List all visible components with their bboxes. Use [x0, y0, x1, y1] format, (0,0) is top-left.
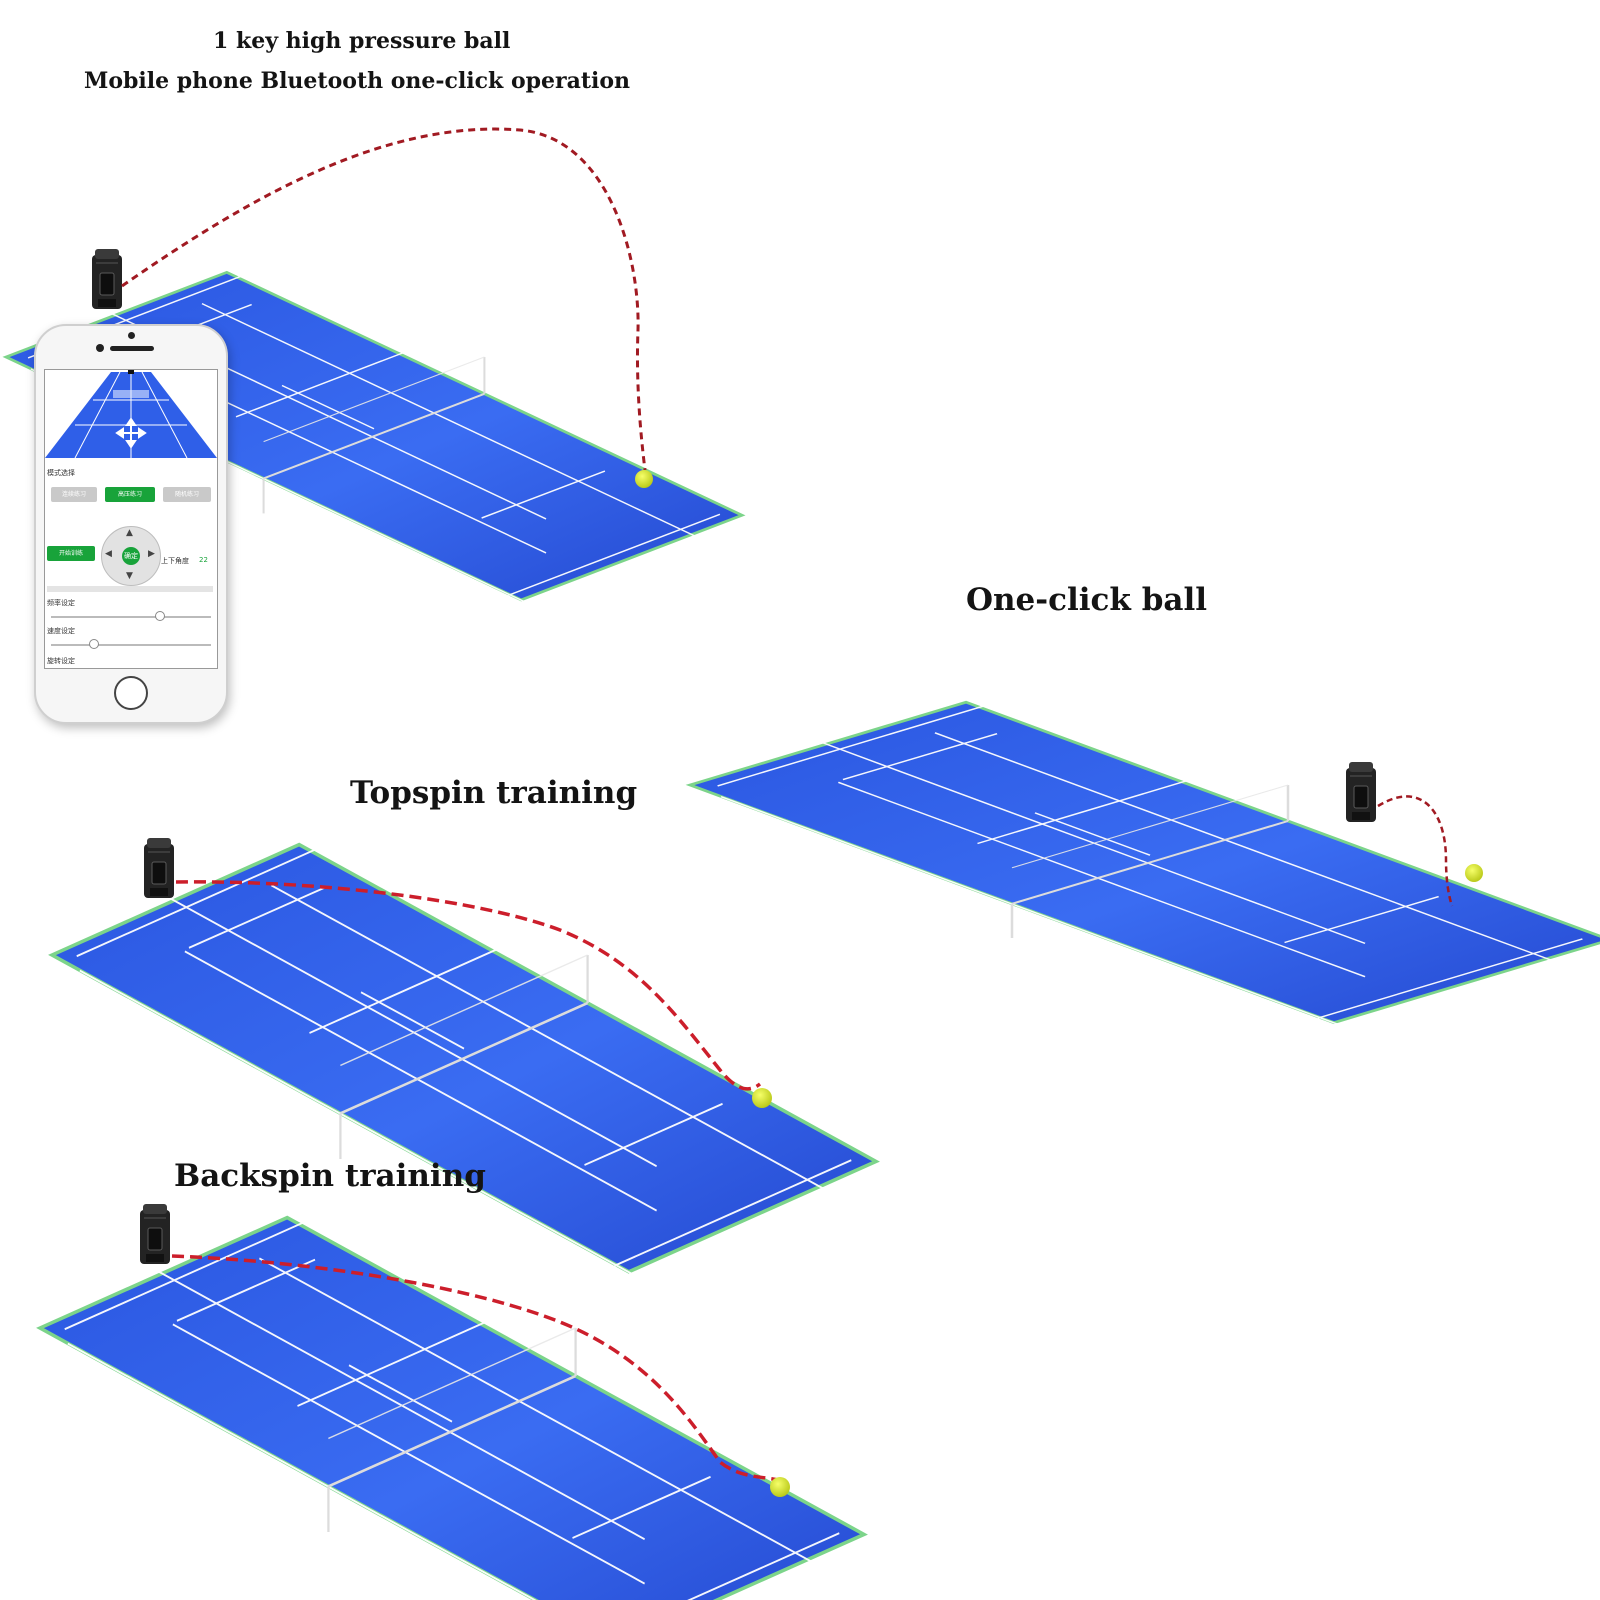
mode-button-continuous[interactable]: 连续练习 — [51, 487, 97, 502]
tennis-ball-icon — [1465, 864, 1483, 882]
ball-machine-icon — [143, 837, 175, 899]
front-sensor — [128, 332, 135, 339]
trajectory-high-pressure — [121, 127, 647, 471]
tennis-ball-icon — [752, 1088, 772, 1108]
slider-track-frequency — [51, 616, 211, 618]
court-topspin — [50, 842, 878, 1290]
ball-machine-icon — [91, 248, 123, 310]
move-arrows-icon[interactable] — [115, 417, 147, 449]
header-line-2: Mobile phone Bluetooth one-click operati… — [84, 68, 631, 94]
caption-one-click: One-click ball — [966, 582, 1208, 618]
mode-button-high-pressure[interactable]: 高压练习 — [105, 487, 155, 502]
court-backspin — [38, 1215, 866, 1600]
divider — [47, 586, 213, 592]
slider-track-speed — [51, 644, 211, 646]
arrow-up-icon[interactable]: ▲ — [126, 528, 133, 538]
court-one-click — [688, 700, 1600, 1037]
mode-button-random[interactable]: 随机练习 — [163, 487, 211, 502]
arrow-down-icon[interactable]: ▼ — [126, 571, 133, 581]
dpad-confirm-button[interactable]: 确定 — [122, 547, 140, 565]
trajectory-one-click — [1377, 795, 1454, 907]
app-court-view — [45, 370, 217, 462]
header-line-1: 1 key high pressure ball — [213, 28, 511, 54]
smartphone: 模式选择 连续练习 高压练习 随机练习 开始训练 ▲ ▼ ◀ ▶ 确定 上下角度… — [34, 324, 228, 724]
slider-label-frequency: 频率设定 — [47, 599, 75, 607]
slider-knob-frequency[interactable] — [155, 611, 165, 621]
slider-knob-speed[interactable] — [89, 639, 99, 649]
slider-label-speed: 速度设定 — [47, 627, 75, 635]
arrow-right-icon[interactable]: ▶ — [148, 549, 155, 559]
start-training-button[interactable]: 开始训练 — [47, 546, 95, 561]
trajectory-topspin — [175, 880, 762, 1091]
mode-section-label: 模式选择 — [47, 469, 75, 477]
ball-machine-icon — [139, 1203, 171, 1265]
phone-screen: 模式选择 连续练习 高压练习 随机练习 开始训练 ▲ ▼ ◀ ▶ 确定 上下角度… — [44, 369, 218, 669]
tennis-ball-icon — [770, 1477, 790, 1497]
slider-label-spin: 旋转设定 — [47, 657, 75, 665]
home-button-icon[interactable] — [114, 676, 148, 710]
angle-value: 22 — [199, 556, 208, 564]
ball-machine-icon — [1345, 761, 1377, 823]
trajectory-backspin — [171, 1254, 779, 1482]
direction-pad[interactable]: ▲ ▼ ◀ ▶ 确定 — [101, 526, 161, 586]
caption-backspin: Backspin training — [174, 1158, 486, 1194]
camera-icon — [96, 344, 104, 352]
arrow-left-icon[interactable]: ◀ — [105, 549, 112, 559]
tennis-ball-icon — [635, 470, 653, 488]
caption-topspin: Topspin training — [350, 775, 638, 811]
angle-label: 上下角度 — [161, 557, 189, 565]
speaker-grille — [110, 346, 154, 351]
